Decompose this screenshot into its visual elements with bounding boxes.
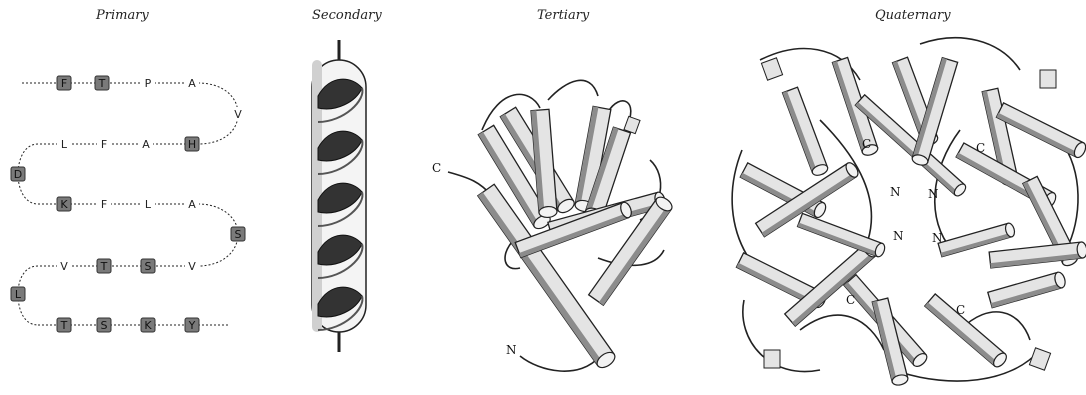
quaternary-c-top-right: C [976,141,985,155]
quaternary-n-upper-right: N [928,187,939,201]
quaternary-c-bottom-left: C [846,293,855,307]
quaternary-helix-3 [783,87,830,177]
quaternary-small-helix-bottom-right [1029,348,1050,370]
quaternary-n-upper-left: N [890,185,901,199]
quaternary-helix-18 [988,271,1067,308]
quaternary-c-bottom-right: C [956,303,965,317]
quaternary-small-helix-top-left [761,58,782,80]
quaternary-n-lower-right: N [932,231,943,245]
quaternary-helix-19 [798,213,887,258]
quaternary-n-lower-left: N [893,229,904,243]
quaternary-c-top-left: C [862,137,871,151]
quaternary-small-helix-top-right [1040,70,1056,88]
quaternary-small-helix-bottom-left [764,350,780,368]
quaternary-helices [736,57,1086,386]
